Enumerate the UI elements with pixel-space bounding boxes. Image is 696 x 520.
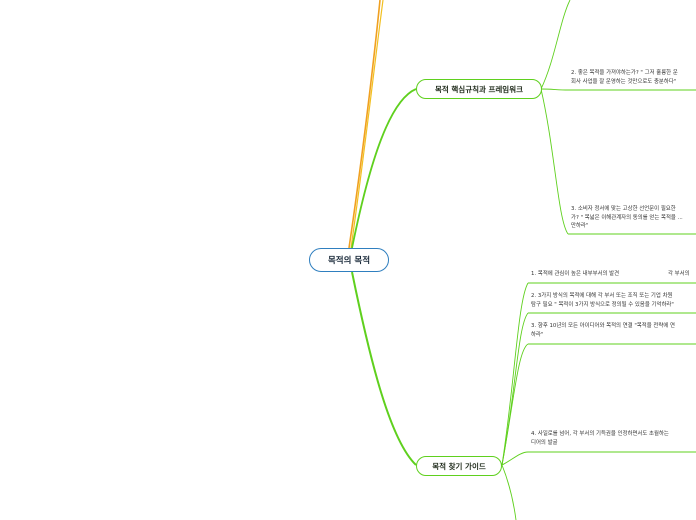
link-b1-3	[540, 88, 569, 235]
link-branch-2	[351, 271, 417, 466]
leaf-good-purpose[interactable]: 2. 좋은 목적을 가져야하는가? " 그저 훌륭한 운 회사 사업을 잘 운영…	[571, 70, 678, 85]
leaf-find-departments[interactable]: 1. 목적에 관심이 높은 내부부서의 발견	[531, 271, 620, 277]
top-branch-line-2	[350, 0, 384, 249]
top-branch-line	[348, 0, 381, 249]
link-b1-top	[540, 0, 571, 90]
leaf-each-department[interactable]: 각 부서의	[668, 271, 690, 277]
leaf-three-ways[interactable]: 2. 3가지 방식의 목적에 대해 각 부서 또는 조직 또는 기업 차원 탐구…	[531, 293, 674, 308]
link-b1-2	[540, 88, 569, 91]
leaf-beyond-silos[interactable]: 4. 사일로를 넘어, 각 부서의 기득권을 인정하면서도 초월하는 디어의 발…	[531, 431, 669, 446]
branch-framework[interactable]: 목적 핵심규칙과 프레임워크	[416, 79, 542, 99]
link-b2-4	[501, 451, 529, 466]
branch-purpose-guide[interactable]: 목적 찾기 가이드	[416, 456, 502, 476]
leaf-consumer-statement[interactable]: 3. 소비자 정서에 맞는 고상한 선언문이 필요한 가? " 목넓은 이해관계…	[571, 206, 683, 230]
link-b2-1	[501, 282, 529, 466]
link-b2-5	[501, 464, 517, 520]
link-b2-3	[501, 343, 529, 466]
central-topic[interactable]: 목적의 목적	[309, 248, 389, 272]
leaf-ten-years[interactable]: 3. 향후 10년의 모든 아이디어와 목적의 연결 "목적을 전략에 연 하라…	[531, 323, 675, 338]
link-branch-1	[351, 88, 417, 249]
